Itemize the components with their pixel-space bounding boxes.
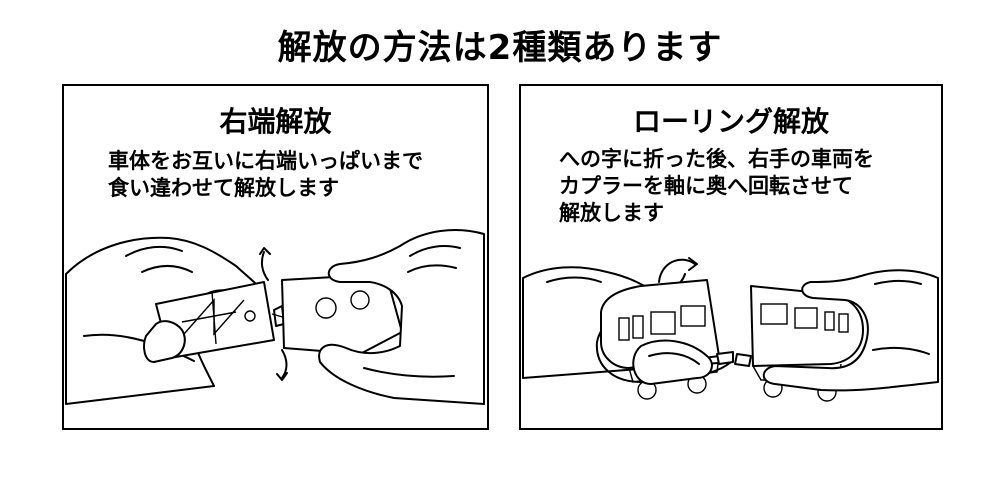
hands-rolling-train-cars-apart-icon (522, 257, 939, 402)
panel-right-end-release: 右端解放 車体をお互いに右端いっぱいまで 食い違わせて解放します (62, 84, 489, 430)
panel-description: 車体をお互いに右端いっぱいまで 食い違わせて解放します (108, 148, 423, 202)
description-line: 車体をお互いに右端いっぱいまで (108, 149, 423, 173)
description-line: 解放します (559, 201, 664, 225)
description-line: 食い違わせて解放します (108, 176, 339, 200)
page-title: 解放の方法は2種類あります (277, 28, 723, 68)
panel-title: ローリング解放 (632, 105, 829, 138)
description-line: への字に折った後、右手の車両を (559, 147, 874, 171)
panel-description: への字に折った後、右手の車両を カプラーを軸に奥へ回転させて 解放します (559, 146, 874, 227)
hands-holding-offset-train-cars-icon (65, 229, 485, 405)
description-line: カプラーを軸に奥へ回転させて (559, 174, 853, 198)
panel-title: 右端解放 (219, 105, 332, 138)
panel-rolling-release: ローリング解放 への字に折った後、右手の車両を カプラーを軸に奥へ回転させて 解… (519, 84, 943, 430)
